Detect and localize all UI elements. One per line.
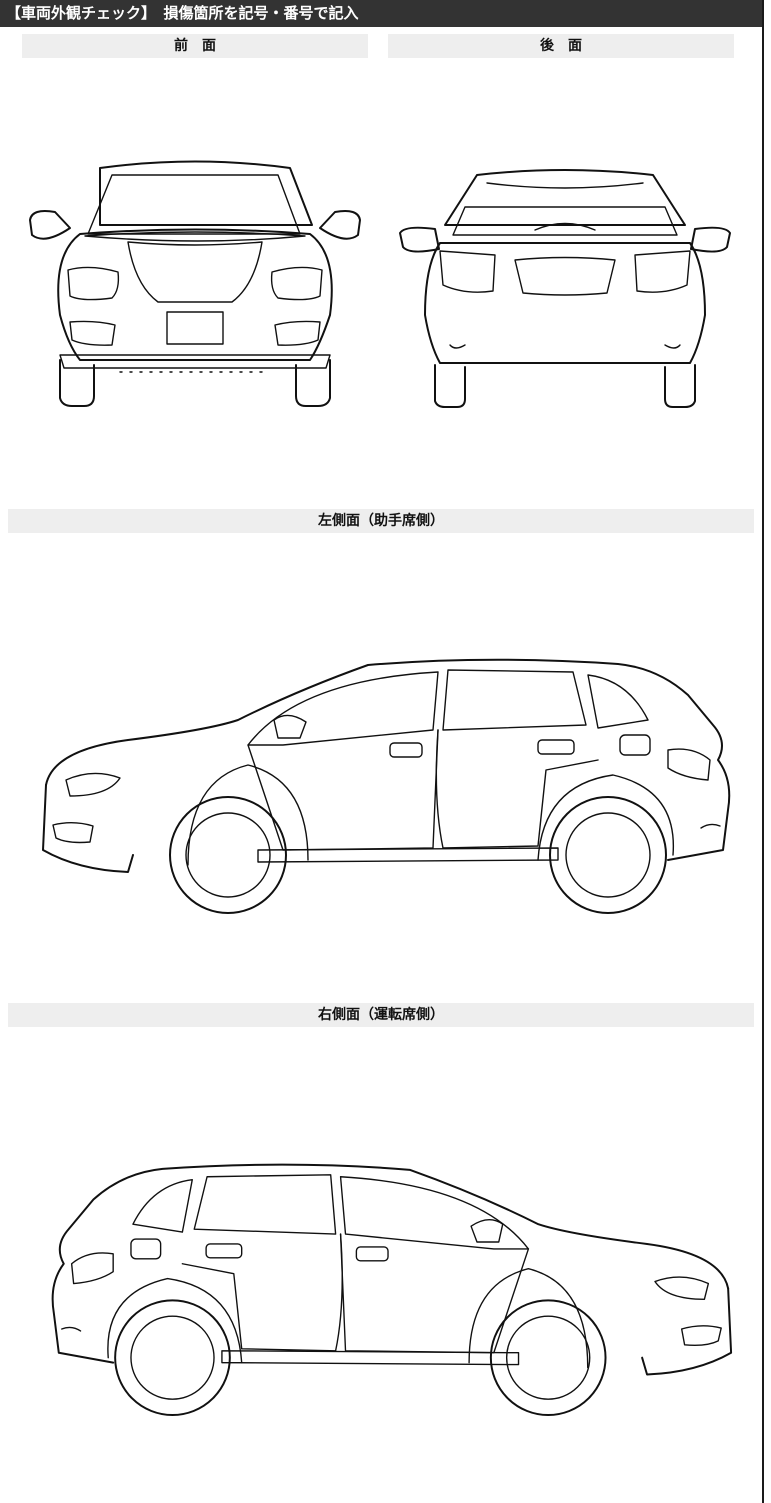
rear-view-label: 後 面	[388, 34, 734, 58]
car-left-side-icon	[42, 658, 731, 914]
right-side-view-label: 右側面（運転席側）	[8, 1003, 754, 1027]
car-rear-icon	[399, 169, 731, 408]
left-side-view-label: 左側面（助手席側）	[8, 509, 754, 533]
car-front-icon	[29, 160, 361, 407]
sheet-header: 【車両外観チェック】 損傷箇所を記号・番号で記入	[0, 0, 762, 27]
front-view-label: 前 面	[22, 34, 368, 58]
car-right-side-icon	[51, 1163, 733, 1417]
